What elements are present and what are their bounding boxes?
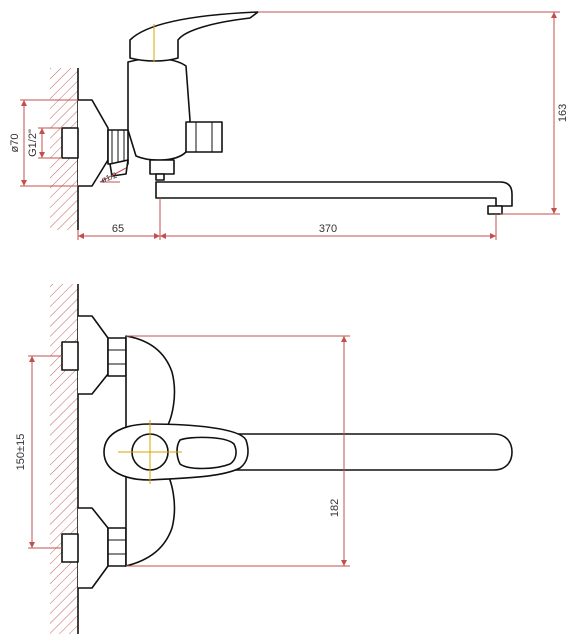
- spout-side: [155, 181, 513, 215]
- eccentric-upper: [61, 315, 127, 395]
- dim-flange-label: ø70: [9, 134, 21, 153]
- dimension-lines-bottom: [28, 335, 350, 567]
- wall-flange-top: [61, 99, 129, 187]
- dim-overall-label: 182: [329, 499, 341, 517]
- plan-view: 150±15 182: [15, 284, 513, 634]
- dim-inlet-spacing-label: 150±15: [15, 434, 27, 471]
- dim-height-label: 163: [557, 104, 569, 122]
- lever-handle-side: [129, 11, 259, 62]
- lever-handle-plan: [103, 420, 249, 484]
- dimension-lines-top: [20, 11, 560, 240]
- dim-spout-length-label: 370: [319, 223, 337, 235]
- side-view: 65 370 163 ø70 G1/2" ø1/2: [9, 11, 569, 240]
- spout-plan: [199, 433, 513, 471]
- wall-section-bottom: [50, 284, 79, 634]
- dim-thread-label: G1/2": [27, 129, 39, 157]
- mixer-body-side: [127, 57, 223, 181]
- dim-wall-offset-label: 65: [112, 223, 124, 235]
- eccentric-lower: [61, 507, 127, 589]
